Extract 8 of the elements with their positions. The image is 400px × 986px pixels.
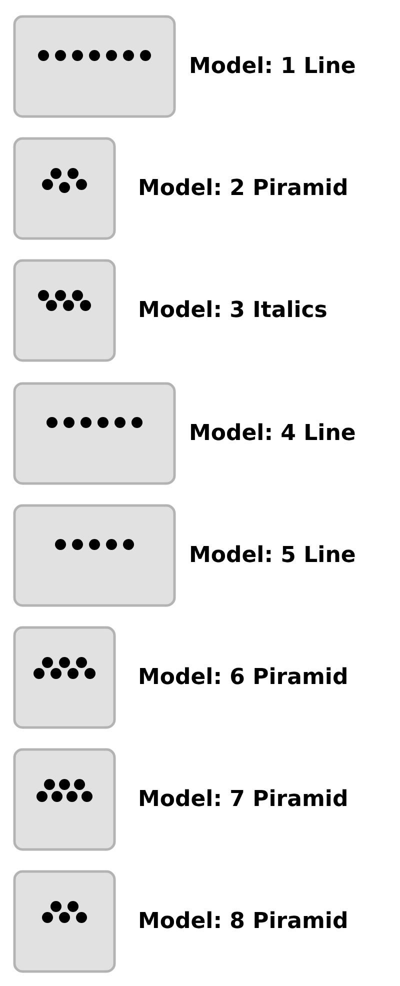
model-label: Model: 7 Piramid — [138, 786, 348, 814]
model-label: Model: 6 Piramid — [138, 664, 348, 692]
model-label: Model: 8 Piramid — [138, 908, 348, 936]
model-label: Model: 4 Line — [189, 420, 356, 448]
model-label: Model: 1 Line — [189, 53, 356, 81]
model-label: Model: 3 Italics — [138, 297, 328, 326]
model-label: Model: 5 Line — [189, 542, 356, 570]
model-label: Model: 2 Piramid — [138, 175, 348, 204]
